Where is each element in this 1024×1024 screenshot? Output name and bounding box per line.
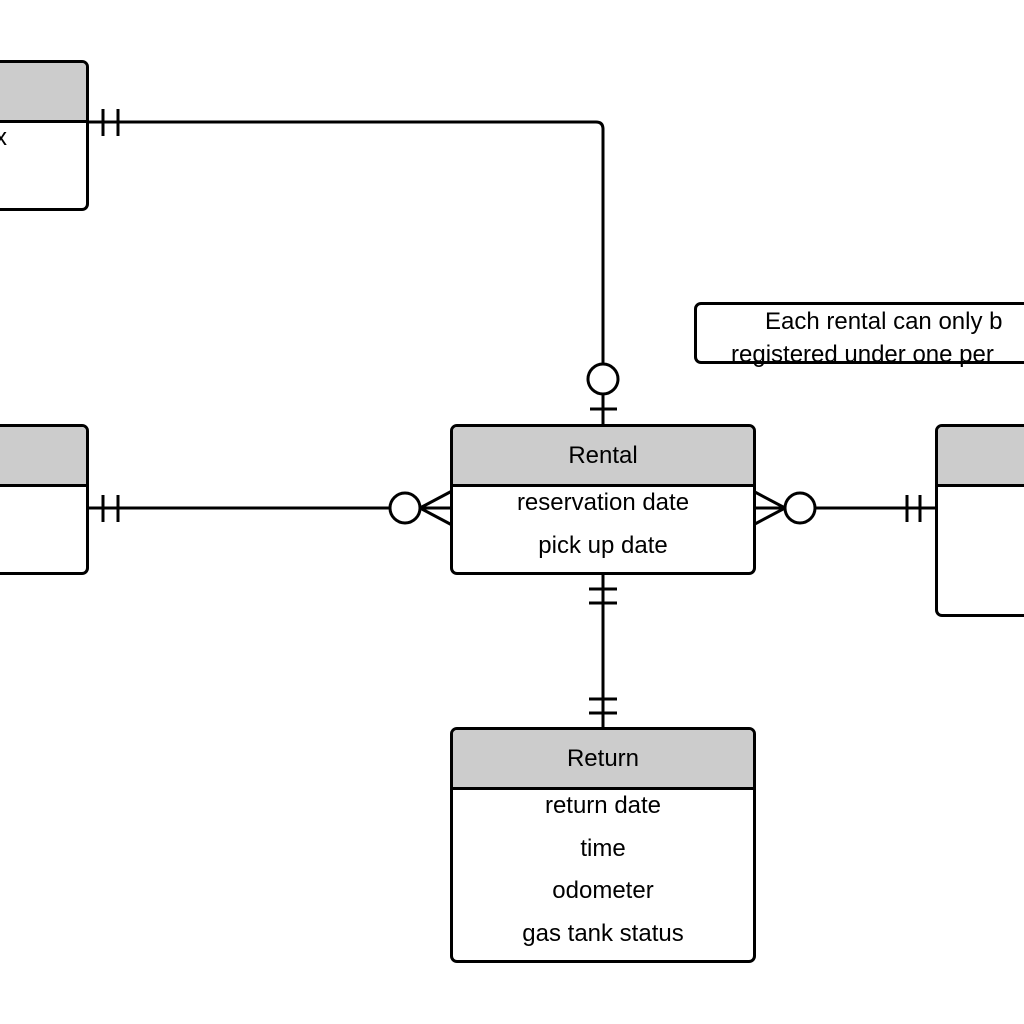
relationship-line-top-left-rental <box>88 120 605 364</box>
entity-return[interactable]: Return return date time odometer gas tan… <box>450 727 756 963</box>
rental-left-zero-circle <box>388 491 422 525</box>
rental-left-crow-lower <box>419 506 453 527</box>
entity-rental[interactable]: Rental reservation date pick up date <box>450 424 756 575</box>
rental-right-zero-circle <box>783 491 817 525</box>
entity-header: Return <box>453 730 753 790</box>
rental-right-crow-upper <box>752 489 786 510</box>
entity-attributes: reservation date pick up date <box>453 487 753 572</box>
note-box[interactable]: Each rental can only b registered under … <box>694 302 1024 368</box>
entity-title: Rental <box>568 441 638 469</box>
entity-attribute: gas tank status <box>522 919 684 947</box>
entity-header <box>0 63 86 123</box>
entity-right[interactable] <box>935 424 1024 617</box>
entity-attribute: reservation date <box>516 489 690 516</box>
note-line-1: Each rental can only b <box>765 308 1003 335</box>
entity-top-left[interactable]: x <box>0 60 89 211</box>
entity-header <box>938 427 1024 487</box>
entity-attributes: x <box>0 123 86 166</box>
note-line-2: registered under one per <box>731 341 994 368</box>
entity-header <box>0 427 86 487</box>
entity-attribute: pick up date <box>538 531 668 559</box>
entity-attribute: odometer <box>552 877 654 904</box>
rental-left-crow-upper <box>419 489 453 510</box>
rental-top-zero-circle <box>586 362 620 396</box>
entity-title: Return <box>566 744 640 772</box>
entity-header: Rental <box>453 427 753 487</box>
entity-attribute: x <box>0 123 86 166</box>
entity-attribute: return date <box>544 792 662 819</box>
entity-attributes: return date time odometer gas tank statu… <box>453 790 753 960</box>
entity-attribute: time <box>580 834 626 862</box>
entity-mid-left[interactable] <box>0 424 89 575</box>
rental-right-crow-lower <box>752 506 786 527</box>
